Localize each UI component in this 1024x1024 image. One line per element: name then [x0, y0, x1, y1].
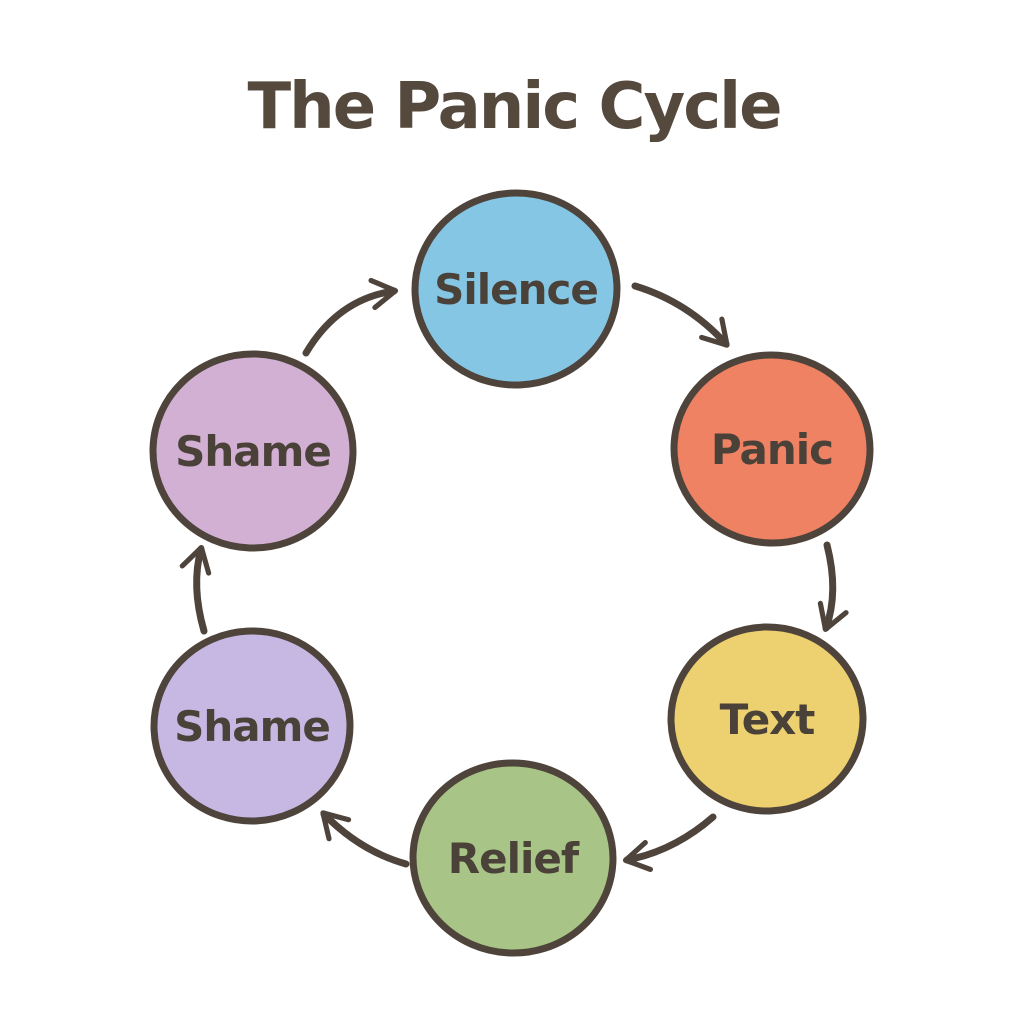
- arrow-shame-upper-to-silence: [302, 277, 399, 357]
- arrow-text-to-relief: [622, 813, 717, 872]
- node-shame-upper: Shame: [149, 350, 357, 552]
- node-panic-circle: [670, 351, 874, 547]
- node-silence-label: Silence: [434, 265, 598, 314]
- node-silence-circle: [411, 189, 621, 389]
- node-relief-label: Relief: [448, 834, 580, 883]
- arrow-relief-to-shame-lower: [320, 810, 410, 868]
- node-text-circle: [667, 623, 867, 815]
- node-panic: Panic: [670, 351, 874, 547]
- arrow-silence-to-panic: [631, 282, 730, 348]
- arrow-panic-to-text: [817, 541, 849, 633]
- node-relief: Relief: [409, 759, 617, 957]
- node-shame-upper-circle: [149, 350, 357, 552]
- node-shame-lower: Shame: [150, 627, 354, 825]
- node-text: Text: [667, 623, 867, 815]
- node-relief-circle: [409, 759, 617, 957]
- node-silence: Silence: [411, 189, 621, 389]
- page-title: The Panic Cycle: [248, 70, 781, 144]
- node-text-label: Text: [720, 695, 816, 744]
- node-shame-upper-label: Shame: [175, 427, 331, 476]
- node-shame-lower-circle: [150, 627, 354, 825]
- node-panic-label: Panic: [711, 425, 833, 474]
- node-shame-lower-label: Shame: [174, 702, 330, 751]
- arrow-shame-lower-to-shame-upper: [179, 544, 212, 635]
